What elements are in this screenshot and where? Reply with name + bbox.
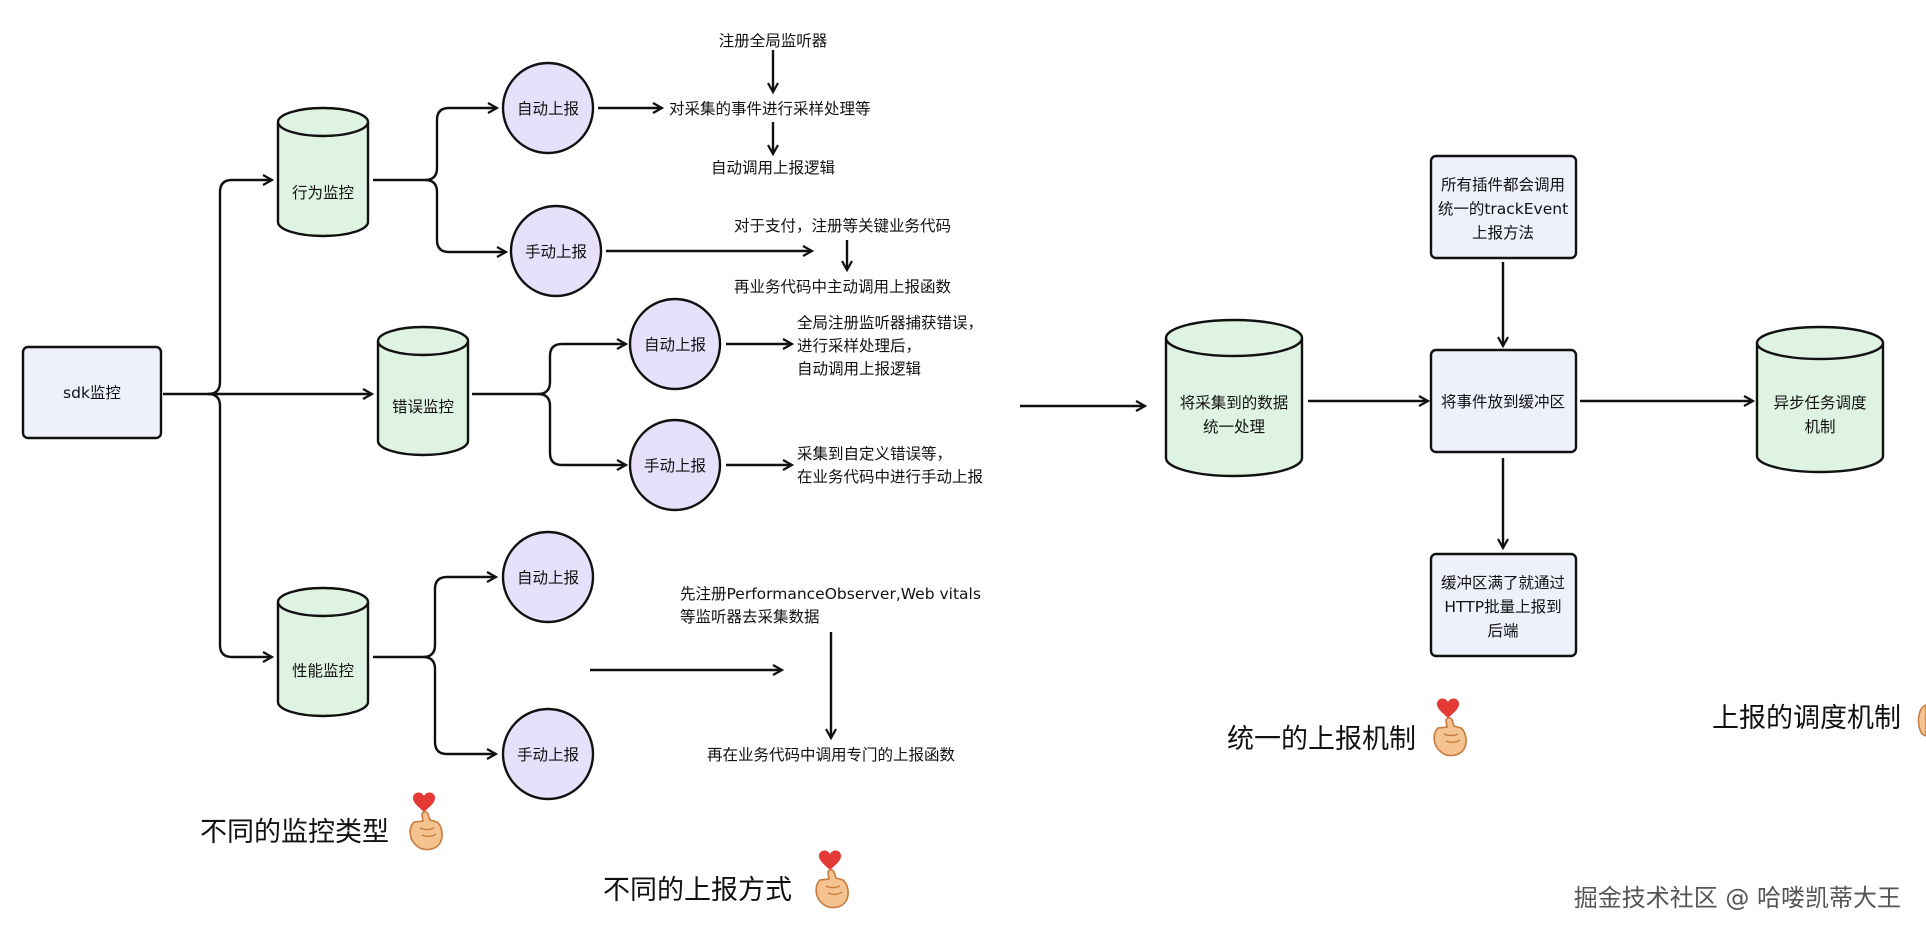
node-buffer: 将事件放到缓冲区 <box>1429 348 1578 454</box>
edge-sdk-behavior <box>207 180 272 396</box>
node-buffer-full-line-3: 后端 <box>1487 622 1518 640</box>
notes: 注册全局监听器 对采集的事件进行采样处理等 自动调用上报逻辑 对于支付，注册等关… <box>669 32 983 764</box>
note-behavior-auto-sample: 对采集的事件进行采样处理等 <box>669 100 871 118</box>
node-error: 错误监控 <box>376 325 470 457</box>
edges <box>163 50 1753 754</box>
note-perf-call: 再在业务代码中调用专门的上报函数 <box>707 746 956 764</box>
note-behavior-auto-register: 注册全局监听器 <box>719 32 828 50</box>
node-sdk-label: sdk监控 <box>63 384 121 402</box>
node-buffer-full-line-2: HTTP批量上报到 <box>1444 598 1561 616</box>
edge-sdk-performance <box>207 392 272 657</box>
note-error-manual-line-2: 在业务代码中进行手动上报 <box>797 468 983 486</box>
edge-error-auto <box>537 344 626 396</box>
note-behavior-auto-call: 自动调用上报逻辑 <box>711 159 835 177</box>
finger-heart-icon <box>1433 697 1467 757</box>
note-behavior-manual-call: 再业务代码中主动调用上报函数 <box>734 278 952 296</box>
node-plugins-track-line-3: 上报方法 <box>1472 224 1534 242</box>
note-behavior-manual-desc: 对于支付，注册等关键业务代码 <box>734 217 951 235</box>
note-error-manual-line-1: 采集到自定义错误等， <box>797 445 952 463</box>
node-perf-auto: 自动上报 <box>501 530 595 624</box>
node-perf-manual: 手动上报 <box>501 707 595 801</box>
node-behavior-manual-label: 手动上报 <box>525 243 587 261</box>
node-behavior-auto: 自动上报 <box>501 61 595 155</box>
node-buffer-full: 缓冲区满了就通过 HTTP批量上报到 后端 <box>1429 552 1578 658</box>
node-performance-label: 性能监控 <box>292 662 354 680</box>
node-behavior-manual: 手动上报 <box>509 204 603 298</box>
node-plugins-track-line-1: 所有插件都会调用 <box>1441 176 1565 194</box>
node-error-manual-label: 手动上报 <box>644 457 706 475</box>
node-behavior: 行为监控 <box>276 106 370 238</box>
caption-monitor-types: 不同的监控类型 <box>200 817 389 848</box>
node-unified-process: 将采集到的数据 统一处理 <box>1164 318 1304 478</box>
captions: 不同的监控类型 不同的上报方式 统一的上报机制 上报的调度机制 <box>200 697 1926 909</box>
edge-behavior-manual <box>424 178 506 252</box>
node-behavior-label: 行为监控 <box>292 184 354 202</box>
note-error-auto-line-3: 自动调用上报逻辑 <box>797 360 921 378</box>
note-perf-line-1: 先注册PerformanceObserver,Web vitals <box>680 585 981 603</box>
edge-behavior-auto <box>424 108 497 182</box>
node-perf-manual-label: 手动上报 <box>517 746 579 764</box>
node-buffer-full-line-1: 缓冲区满了就通过 <box>1441 574 1565 592</box>
node-plugins-track-line-2: 统一的trackEvent <box>1438 200 1568 218</box>
node-sdk: sdk监控 <box>21 345 163 440</box>
node-behavior-auto-label: 自动上报 <box>517 100 579 118</box>
caption-unified-report: 统一的上报机制 <box>1227 724 1416 755</box>
finger-heart-icon <box>1917 704 1926 737</box>
node-error-auto-label: 自动上报 <box>644 336 706 354</box>
note-error-auto-line-1: 全局注册监听器捕获错误， <box>797 314 983 332</box>
note-error-auto-line-2: 进行采样处理后， <box>797 337 921 355</box>
caption-report-methods: 不同的上报方式 <box>603 875 792 906</box>
node-perf-auto-label: 自动上报 <box>517 569 579 587</box>
caption-report-scheduling: 上报的调度机制 <box>1712 703 1901 734</box>
finger-heart-icon <box>815 849 849 909</box>
node-buffer-label: 将事件放到缓冲区 <box>1441 393 1565 411</box>
node-plugins-track: 所有插件都会调用 统一的trackEvent 上报方法 <box>1429 154 1578 260</box>
node-async-scheduler-line-1: 异步任务调度 <box>1773 394 1866 412</box>
node-error-manual: 手动上报 <box>628 418 722 512</box>
node-unified-process-line-2: 统一处理 <box>1203 418 1265 436</box>
node-unified-process-line-1: 将采集到的数据 <box>1180 394 1289 412</box>
node-error-auto: 自动上报 <box>628 297 722 391</box>
node-performance: 性能监控 <box>276 586 370 718</box>
finger-heart-icon <box>409 791 443 851</box>
node-async-scheduler: 异步任务调度 机制 <box>1755 325 1885 474</box>
edge-perf-manual <box>422 655 496 754</box>
node-error-label: 错误监控 <box>392 398 454 416</box>
edge-error-manual <box>537 392 626 465</box>
watermark: 掘金技术社区 @ 哈喽凯蒂大王 <box>1574 884 1901 912</box>
node-async-scheduler-line-2: 机制 <box>1804 418 1835 436</box>
edge-perf-auto <box>422 577 496 659</box>
note-perf-line-2: 等监听器去采集数据 <box>680 608 820 626</box>
